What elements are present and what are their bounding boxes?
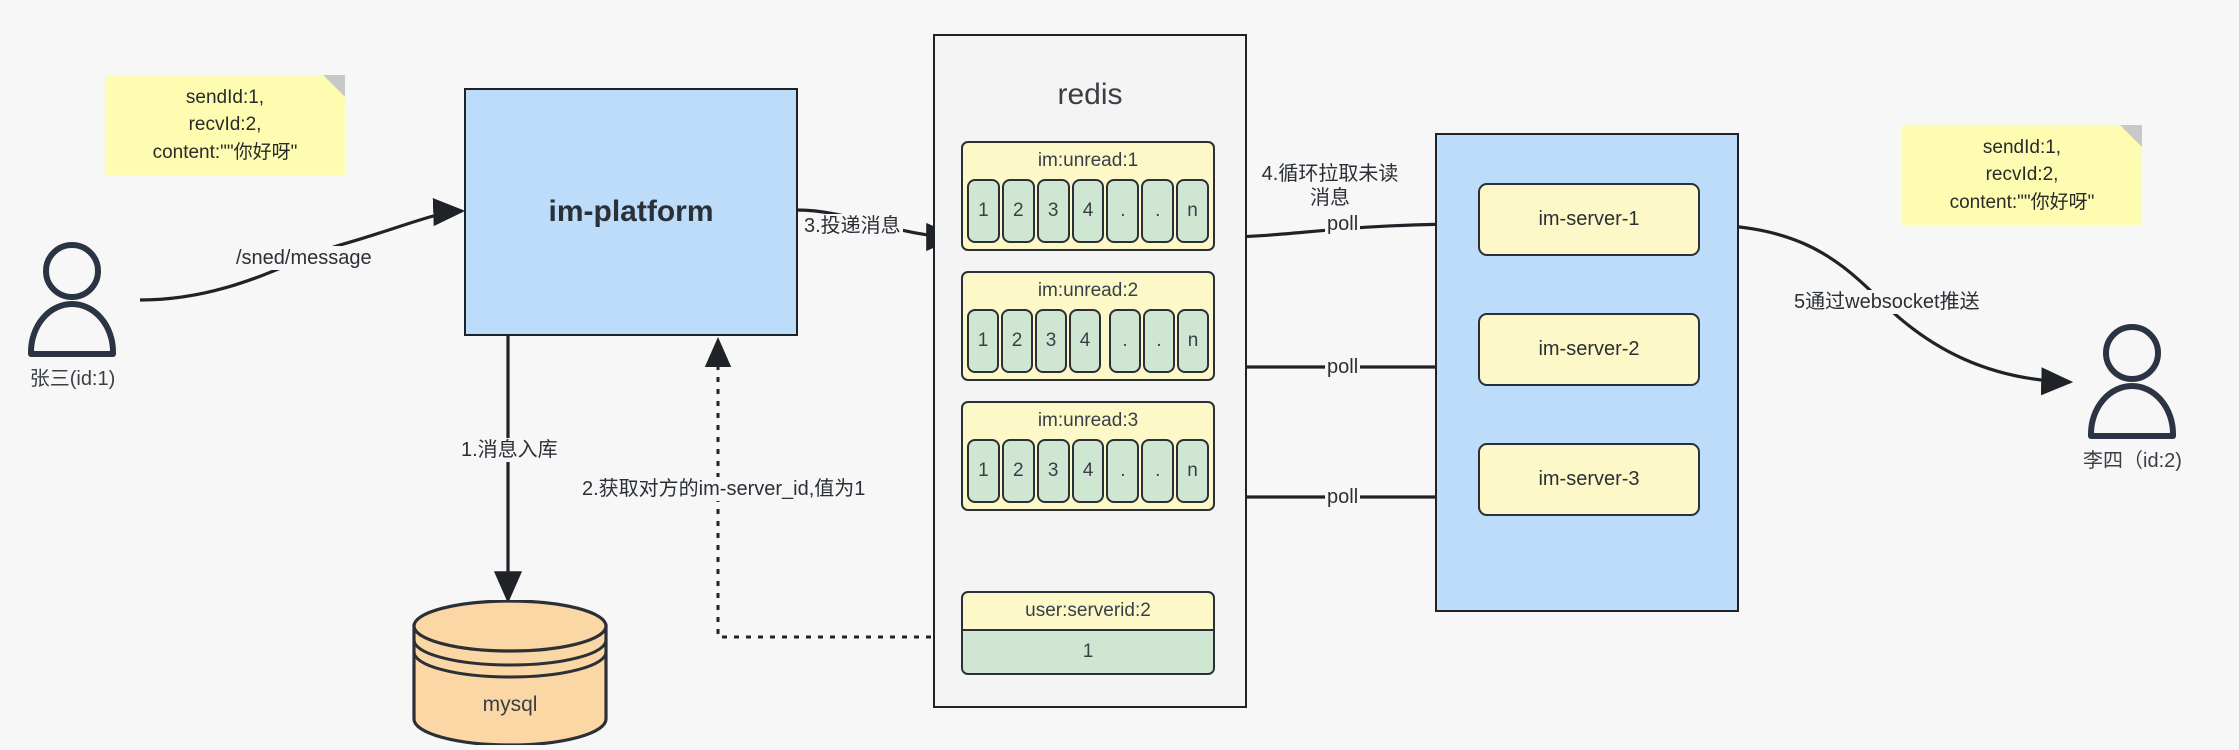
redis-cell: 2 [1001,179,1035,243]
group-redis-title: redis [1057,78,1123,111]
edge-label-step1: 1.消息入库 [459,438,560,462]
redis-cell: 1 [967,439,1000,503]
edge-kv-to-platform-dotted [704,337,955,639]
redis-kv-label: user:serverid:2 [1025,600,1151,621]
actor-receiver-label: 李四（id:2) [2083,450,2182,472]
edge-label-step5: 5通过websocket推送 [1792,290,1982,314]
redis-cell: . [1106,439,1140,503]
node-im-server-1[interactable]: im-server-1 [1478,183,1700,256]
edge-label-step3: 3.投递消息 [802,214,903,238]
redis-cell: 2 [1001,309,1033,373]
redis-cell: 4 [1071,179,1105,243]
redis-cells-1: 1 2 3 4 . . n [963,179,1213,247]
redis-cell: 3 [1036,439,1070,503]
note-right-text: sendId:1, recvId:2, content:""你好呀" [1949,136,2095,213]
edge-label-send-message: /sned/message [234,246,374,270]
redis-key-block-unread-2[interactable]: im:unread:2 1 2 3 4 . . n [961,271,1215,381]
actor-sender-label: 张三(id:1) [29,368,116,390]
redis-cells-3: 1 2 3 4 . . n [963,439,1213,507]
redis-key-block-unread-1[interactable]: im:unread:1 1 2 3 4 . . n [961,141,1215,251]
note-fold-corner [323,75,345,97]
node-im-server-3-label: im-server-3 [1538,468,1640,490]
edge-label-step2: 2.获取对方的im-server_id,值为1 [580,477,868,501]
redis-cell: 1 [967,309,999,373]
node-im-server-2[interactable]: im-server-2 [1478,313,1700,386]
person-icon [28,242,116,357]
node-im-server-3[interactable]: im-server-3 [1478,443,1700,516]
redis-key-block-user-serverid[interactable]: user:serverid:2 1 [961,591,1215,675]
redis-key-block-unread-3[interactable]: im:unread:3 1 2 3 4 . . n [961,401,1215,511]
redis-cell: . [1143,309,1175,373]
edge-label-poll-3: poll [1325,485,1361,509]
redis-cell: 3 [1035,309,1067,373]
node-mysql[interactable]: mysql [410,599,610,747]
redis-cell: 1 [967,179,1000,243]
edge-label-poll-1: poll [1325,212,1361,236]
database-cylinder-icon [412,599,608,747]
person-icon [2088,324,2176,439]
node-im-platform-label: im-platform [548,195,714,228]
redis-cell: n [1177,309,1209,373]
edge-label-step4: 4.循环拉取未读消息 [1253,162,1407,210]
note-fold-corner [2120,125,2142,147]
redis-cell: . [1109,309,1141,373]
note-left-text: sendId:1, recvId:2, content:""你好呀" [152,86,298,163]
redis-kv-value: 1 [963,629,1213,673]
redis-cell: . [1106,179,1140,243]
redis-cell: . [1141,439,1175,503]
node-im-server-2-label: im-server-2 [1538,338,1640,360]
redis-cell: 3 [1036,179,1070,243]
redis-cells-2: 1 2 3 4 . . n [963,309,1213,377]
node-im-platform[interactable]: im-platform [464,88,798,336]
redis-cell: n [1176,179,1210,243]
redis-cell: 4 [1069,309,1101,373]
redis-cell: n [1176,439,1210,503]
redis-key-label-1: im:unread:1 [1037,150,1139,171]
node-im-server-1-label: im-server-1 [1538,208,1640,230]
note-left-message-payload: sendId:1, recvId:2, content:""你好呀" [105,75,345,175]
node-mysql-label: mysql [482,692,538,716]
edge-label-poll-2: poll [1325,355,1361,379]
actor-receiver: 李四（id:2) [2083,322,2182,472]
redis-key-label-2: im:unread:2 [1037,280,1139,301]
redis-key-label-3: im:unread:3 [1037,410,1139,431]
redis-cell: 2 [1001,439,1035,503]
redis-cell: 4 [1071,439,1105,503]
actor-sender: 张三(id:1) [25,240,120,390]
note-right-message-payload: sendId:1, recvId:2, content:""你好呀" [1902,125,2142,225]
redis-cell: . [1141,179,1175,243]
